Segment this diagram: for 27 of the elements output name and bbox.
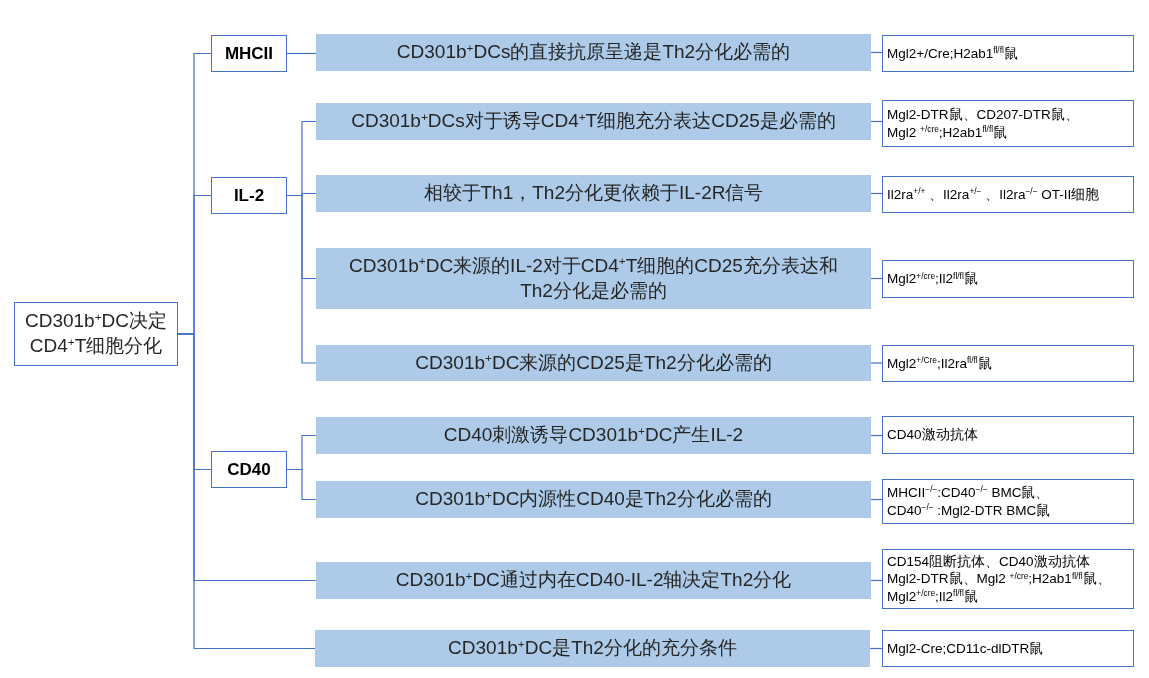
finding-box: CD301b$^{+}$DCs的直接抗原呈递是Th2分化必需的	[316, 34, 871, 71]
finding-box: 相较于Th1，Th2分化更依赖于IL-2R信号	[316, 175, 871, 212]
evidence-box: Mgl2$^{+/cre}$;Il2$^{fl/fl}$鼠	[882, 260, 1134, 298]
category-box: IL-2	[211, 177, 287, 214]
finding-box: CD301b$^{+}$DC是Th2分化的充分条件	[315, 630, 870, 667]
evidence-box: Mgl2$^{+/Cre}$;Il2ra$^{fl/fl}$鼠	[882, 345, 1134, 382]
finding-box: CD301b$^{+}$DCs对于诱导CD4$^{+}$T细胞充分表达CD25是必需的	[316, 103, 871, 140]
evidence-box: CD40激动抗体	[882, 416, 1134, 454]
category-box: MHCII	[211, 35, 287, 72]
connector-line	[286, 194, 317, 364]
connector-line	[286, 468, 317, 501]
finding-box: CD301b$^{+}$DC来源的CD25是Th2分化必需的	[316, 345, 871, 381]
evidence-box: CD154阻断抗体、CD40激动抗体 Mgl2-DTR鼠、Mgl2 $^{+/cre}$;H2ab1$^{fl/fl}$鼠、Mgl2$^{+/cre}$;Il2$^{fl/fl}$鼠	[882, 549, 1134, 609]
connector-line	[286, 52, 317, 55]
topic-box: CD301b$^{+}$DC决定CD4$^{+}$T细胞分化	[14, 302, 178, 366]
category-box: CD40	[211, 451, 287, 488]
connector-line	[177, 333, 316, 650]
evidence-box: MHCII$^{−/−}$:CD40$^{−/−}$ BMC鼠、CD40$^{−/−}$ :Mgl2-DTR BMC鼠	[882, 479, 1134, 524]
evidence-box: Mgl2-Cre;CD11c-dlDTR鼠	[882, 630, 1134, 667]
finding-box: CD40刺激诱导CD301b$^{+}$DC产生IL-2	[316, 417, 871, 454]
evidence-box: Mgl2-DTR鼠、CD207-DTR鼠、Mgl2 $^{+/cre}$;H2ab1$^{fl/fl}$鼠	[882, 100, 1134, 147]
connector-line	[870, 362, 883, 364]
finding-box: CD301b$^{+}$DC内源性CD40是Th2分化必需的	[316, 481, 871, 518]
evidence-box: Il2ra$^{+/+}$ 、Il2ra$^{+/−}$ 、Il2ra$^{−/−}$ OT-II细胞	[882, 176, 1134, 213]
evidence-box: Mgl2+/Cre;H2ab1$^{fl/fl}$鼠	[882, 35, 1134, 72]
finding-box: CD301b$^{+}$DC来源的IL-2对于CD4$^{+}$T细胞的CD25充分表达和Th2分化是必需的	[316, 248, 871, 309]
finding-box: CD301b$^{+}$DC通过内在CD40-IL-2轴决定Th2分化	[316, 562, 871, 599]
